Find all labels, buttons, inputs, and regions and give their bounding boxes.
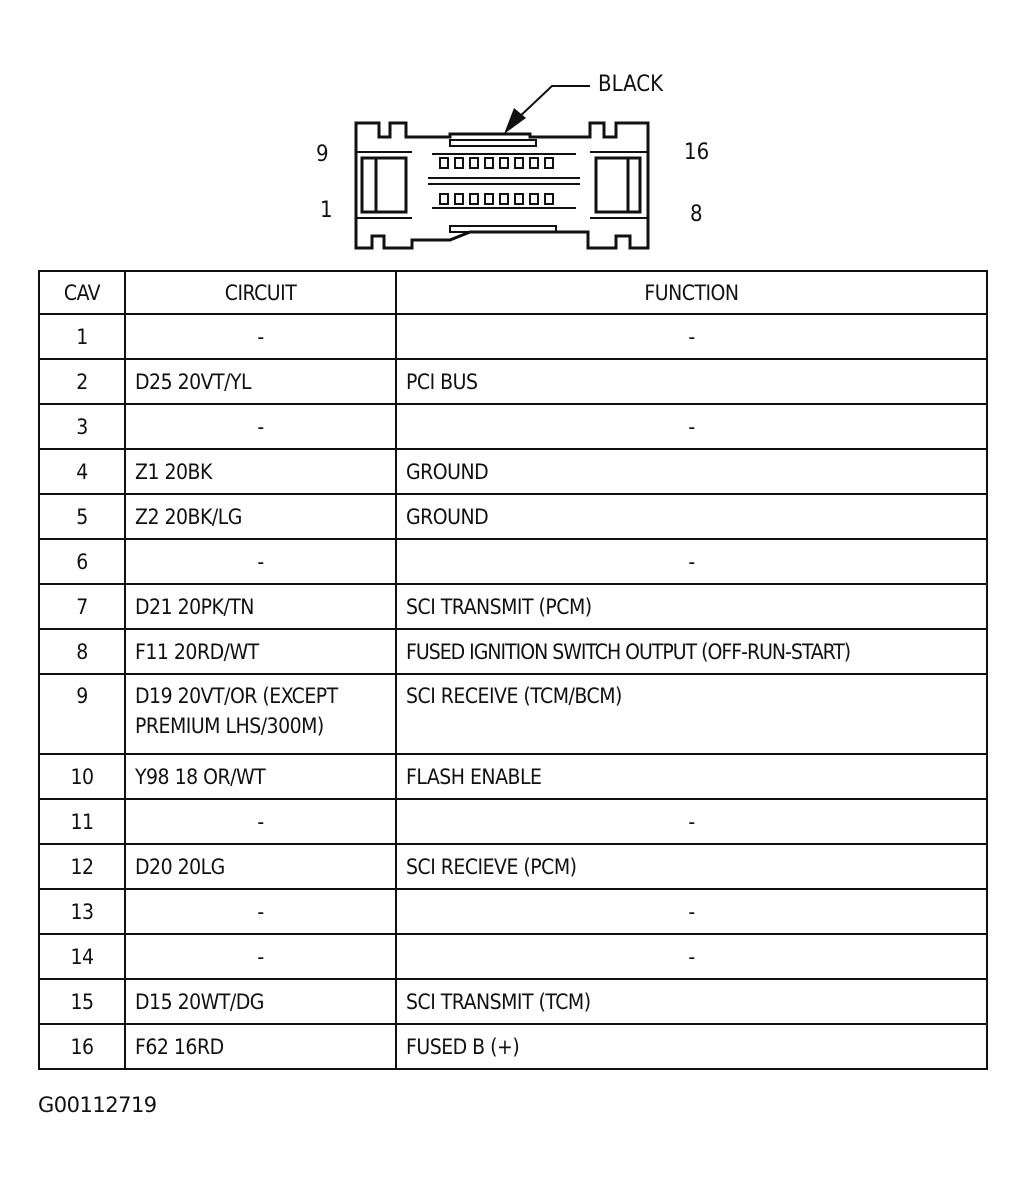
cav-cell: 1 xyxy=(38,313,126,360)
circuit-cell: D15 20WT/DG xyxy=(124,978,397,1025)
pin-label-8: 8 xyxy=(690,202,703,227)
circuit-cell: Y98 18 OR/WT xyxy=(124,753,397,800)
function-cell: FLASH ENABLE xyxy=(395,753,988,800)
pinout-table: CAV CIRCUIT FUNCTION 1 - - 2 D25 20VT/YL… xyxy=(38,270,988,1070)
table-row: 12 D20 20LG SCI RECIEVE (PCM) xyxy=(38,843,988,890)
figure-id: G00112719 xyxy=(38,1093,157,1117)
table-row: 6 - - xyxy=(38,538,988,585)
cav-cell: 6 xyxy=(38,538,126,585)
circuit-cell: - xyxy=(124,888,397,935)
function-cell: SCI TRANSMIT (TCM) xyxy=(395,978,988,1025)
table-row: 14 - - xyxy=(38,933,988,980)
cav-cell: 8 xyxy=(38,628,126,675)
function-cell: - xyxy=(395,538,988,585)
table-row: 2 D25 20VT/YL PCI BUS xyxy=(38,358,988,405)
function-cell: - xyxy=(395,403,988,450)
circuit-cell: - xyxy=(124,313,397,360)
circuit-cell: Z2 20BK/LG xyxy=(124,493,397,540)
circuit-cell: Z1 20BK xyxy=(124,448,397,495)
table-row: 16 F62 16RD FUSED B (+) xyxy=(38,1023,988,1070)
table-header-row: CAV CIRCUIT FUNCTION xyxy=(38,270,988,315)
cav-cell: 3 xyxy=(38,403,126,450)
circuit-cell: - xyxy=(124,403,397,450)
circuit-cell: - xyxy=(124,798,397,845)
connector-diagram: BLACK 9 1 16 8 xyxy=(300,60,720,260)
circuit-cell: D20 20LG xyxy=(124,843,397,890)
function-cell: SCI TRANSMIT (PCM) xyxy=(395,583,988,630)
table-row: 1 - - xyxy=(38,313,988,360)
cav-cell: 16 xyxy=(38,1023,126,1070)
table-row: 8 F11 20RD/WT FUSED IGNITION SWITCH OUTP… xyxy=(38,628,988,675)
circuit-cell: F11 20RD/WT xyxy=(124,628,397,675)
table-row: 4 Z1 20BK GROUND xyxy=(38,448,988,495)
header-circuit: CIRCUIT xyxy=(124,270,397,315)
circuit-cell: D19 20VT/OR (EXCEPT PREMIUM LHS/300M) xyxy=(124,673,397,755)
circuit-cell: D21 20PK/TN xyxy=(124,583,397,630)
table-row: 13 - - xyxy=(38,888,988,935)
cav-cell: 14 xyxy=(38,933,126,980)
circuit-cell: D25 20VT/YL xyxy=(124,358,397,405)
function-cell: - xyxy=(395,313,988,360)
circuit-cell: - xyxy=(124,538,397,585)
cav-cell: 11 xyxy=(38,798,126,845)
cav-cell: 7 xyxy=(38,583,126,630)
cav-cell: 2 xyxy=(38,358,126,405)
function-cell: - xyxy=(395,798,988,845)
table-row: 5 Z2 20BK/LG GROUND xyxy=(38,493,988,540)
cav-cell: 10 xyxy=(38,753,126,800)
cav-cell: 13 xyxy=(38,888,126,935)
function-cell: FUSED B (+) xyxy=(395,1023,988,1070)
cav-cell: 4 xyxy=(38,448,126,495)
table-row: 11 - - xyxy=(38,798,988,845)
function-cell: GROUND xyxy=(395,448,988,495)
cav-cell: 12 xyxy=(38,843,126,890)
connector-face-drawing xyxy=(354,85,650,250)
function-cell: PCI BUS xyxy=(395,358,988,405)
black-leader-arrow xyxy=(504,85,590,134)
header-cav: CAV xyxy=(38,270,126,315)
function-cell: - xyxy=(395,888,988,935)
header-function: FUNCTION xyxy=(395,270,988,315)
pin-label-16: 16 xyxy=(684,140,710,165)
table-row: 7 D21 20PK/TN SCI TRANSMIT (PCM) xyxy=(38,583,988,630)
table-row: 10 Y98 18 OR/WT FLASH ENABLE xyxy=(38,753,988,800)
table-row: 3 - - xyxy=(38,403,988,450)
table-row: 9 D19 20VT/OR (EXCEPT PREMIUM LHS/300M) … xyxy=(38,673,988,755)
pin-label-9: 9 xyxy=(316,142,329,167)
connector-color-label: BLACK xyxy=(598,72,664,97)
circuit-cell: - xyxy=(124,933,397,980)
function-cell: SCI RECEIVE (TCM/BCM) xyxy=(395,673,988,755)
table-row: 15 D15 20WT/DG SCI TRANSMIT (TCM) xyxy=(38,978,988,1025)
pin-label-1: 1 xyxy=(320,198,333,223)
cav-cell: 15 xyxy=(38,978,126,1025)
function-cell: SCI RECIEVE (PCM) xyxy=(395,843,988,890)
function-cell: GROUND xyxy=(395,493,988,540)
circuit-cell: F62 16RD xyxy=(124,1023,397,1070)
function-cell: FUSED IGNITION SWITCH OUTPUT (OFF-RUN-ST… xyxy=(395,628,988,675)
cav-cell: 9 xyxy=(38,673,126,755)
cav-cell: 5 xyxy=(38,493,126,540)
function-cell: - xyxy=(395,933,988,980)
